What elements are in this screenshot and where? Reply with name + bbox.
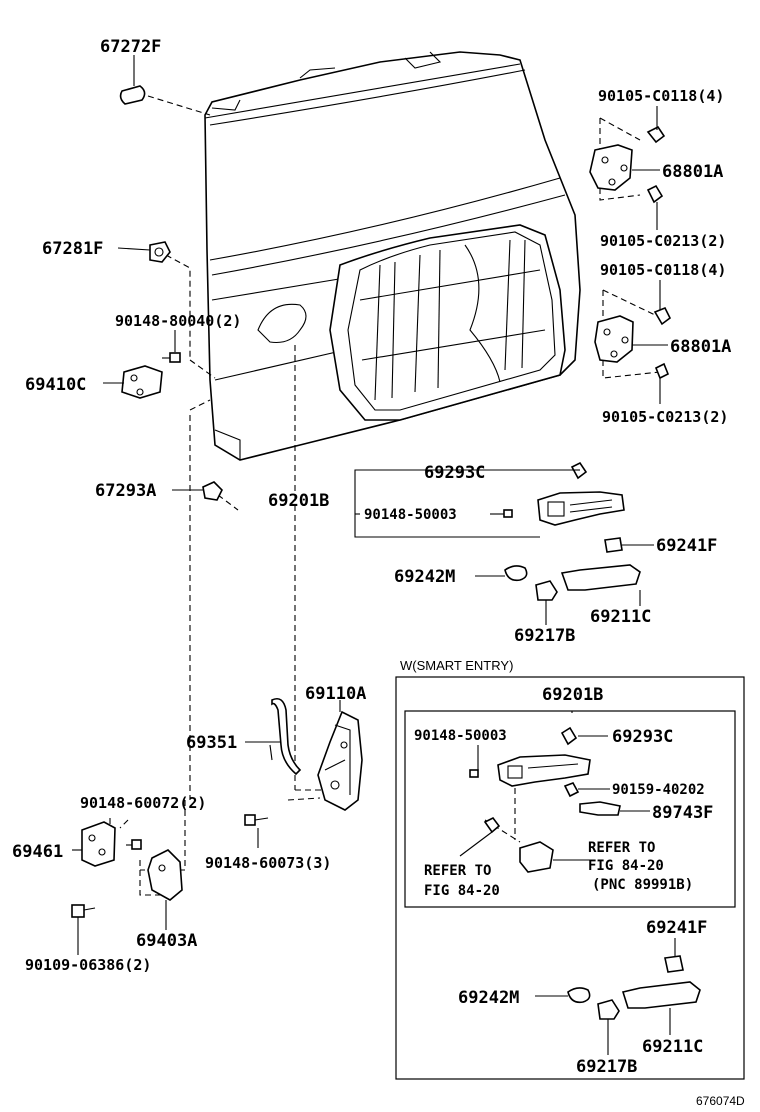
part-69110A-shape: [317, 710, 363, 811]
label-69351: 69351: [186, 733, 237, 753]
smart-refer-left-line2: FIG 84-20: [424, 883, 500, 899]
label-69403A: 69403A: [136, 931, 197, 951]
smart-label-69201B: 69201B: [542, 685, 603, 705]
part-69461-shape: [81, 821, 116, 867]
label-90105-C0213-upper: 90105-C0213(2): [600, 232, 726, 250]
smart-label-69241F: 69241F: [646, 918, 707, 938]
part-90148-60073-shape: [244, 814, 269, 826]
part-68801A-upper-shape: [589, 125, 666, 204]
label-69201B: 69201B: [268, 491, 329, 511]
label-90148-80040: 90148-80040(2): [115, 312, 241, 330]
label-68801A-lower: 68801A: [670, 337, 731, 357]
smart-label-90159-40202: 90159-40202: [612, 782, 705, 798]
label-67281F: 67281F: [42, 239, 103, 259]
part-69403A-shape: [147, 849, 183, 901]
part-69351-shape: [269, 697, 302, 776]
part-90148-80040-shape: [162, 352, 181, 363]
label-90105-C0118-lower: 90105-C0118(4): [600, 261, 726, 279]
part-69201B-upper-shape: [503, 461, 625, 526]
part-69217B-shape: [535, 580, 558, 601]
label-90148-60072: 90148-60072(2): [80, 794, 206, 812]
label-90109-06386: 90109-06386(2): [25, 956, 151, 974]
label-69110A: 69110A: [305, 684, 366, 704]
part-68801A-lower-shape: [594, 306, 672, 380]
smart-label-89743F: 89743F: [652, 803, 713, 823]
label-69410C: 69410C: [25, 375, 86, 395]
label-90105-C0213-lower: 90105-C0213(2): [602, 408, 728, 426]
guide-lines: [119, 95, 661, 896]
label-67293A: 67293A: [95, 481, 156, 501]
back-door-panel: [204, 51, 581, 461]
bracket-69201B-upper: [354, 469, 572, 538]
part-67293A-shape: [202, 481, 223, 501]
label-68801A-upper: 68801A: [662, 162, 723, 182]
part-69242M-shape: [504, 565, 528, 582]
label-69293C: 69293C: [424, 463, 485, 483]
smart-refer-right-line1: REFER TO: [588, 840, 655, 856]
smart-entry-frame: [395, 676, 745, 1080]
smart-label-69242M: 69242M: [458, 988, 519, 1008]
smart-label-69211C: 69211C: [642, 1037, 703, 1057]
smart-label-69293C: 69293C: [612, 727, 673, 747]
smart-label-90148-50003: 90148-50003: [414, 728, 507, 744]
labels: 67272F 67281F 90148-80040(2) 69410C 6729…: [12, 37, 731, 974]
smart-refer-right-line3: (PNC 89991B): [592, 877, 693, 893]
part-90109-06386-shape: [71, 904, 96, 918]
smart-refer-right-line2: FIG 84-20: [588, 858, 664, 874]
smart-entry-inner-frame: [404, 710, 736, 908]
label-69242M: 69242M: [394, 567, 455, 587]
part-69410C-shape: [121, 365, 163, 399]
part-69241F-shape: [604, 537, 623, 553]
label-69461: 69461: [12, 842, 63, 862]
leader-lines: [72, 55, 676, 1055]
part-67281F-shape: [149, 241, 171, 263]
smart-entry-parts: [469, 726, 701, 1020]
smart-label-69217B: 69217B: [576, 1057, 637, 1077]
label-69217B: 69217B: [514, 626, 575, 646]
label-67272F: 67272F: [100, 37, 161, 57]
label-69241F: 69241F: [656, 536, 717, 556]
label-69211C: 69211C: [590, 607, 651, 627]
part-90148-60072-shape: [126, 839, 142, 850]
part-67272F-shape: [119, 85, 146, 105]
label-90105-C0118-upper: 90105-C0118(4): [598, 87, 724, 105]
smart-entry-labels: W(SMART ENTRY) 69201B 90148-50003 69293C…: [400, 658, 713, 1077]
smart-entry-header: W(SMART ENTRY): [400, 658, 513, 673]
smart-refer-left-line1: REFER TO: [424, 863, 491, 879]
label-90148-50003: 90148-50003: [364, 507, 457, 523]
part-69211C-shape: [560, 564, 641, 591]
figure-id: 676074D: [696, 1094, 745, 1108]
label-90148-60073: 90148-60073(3): [205, 854, 331, 872]
